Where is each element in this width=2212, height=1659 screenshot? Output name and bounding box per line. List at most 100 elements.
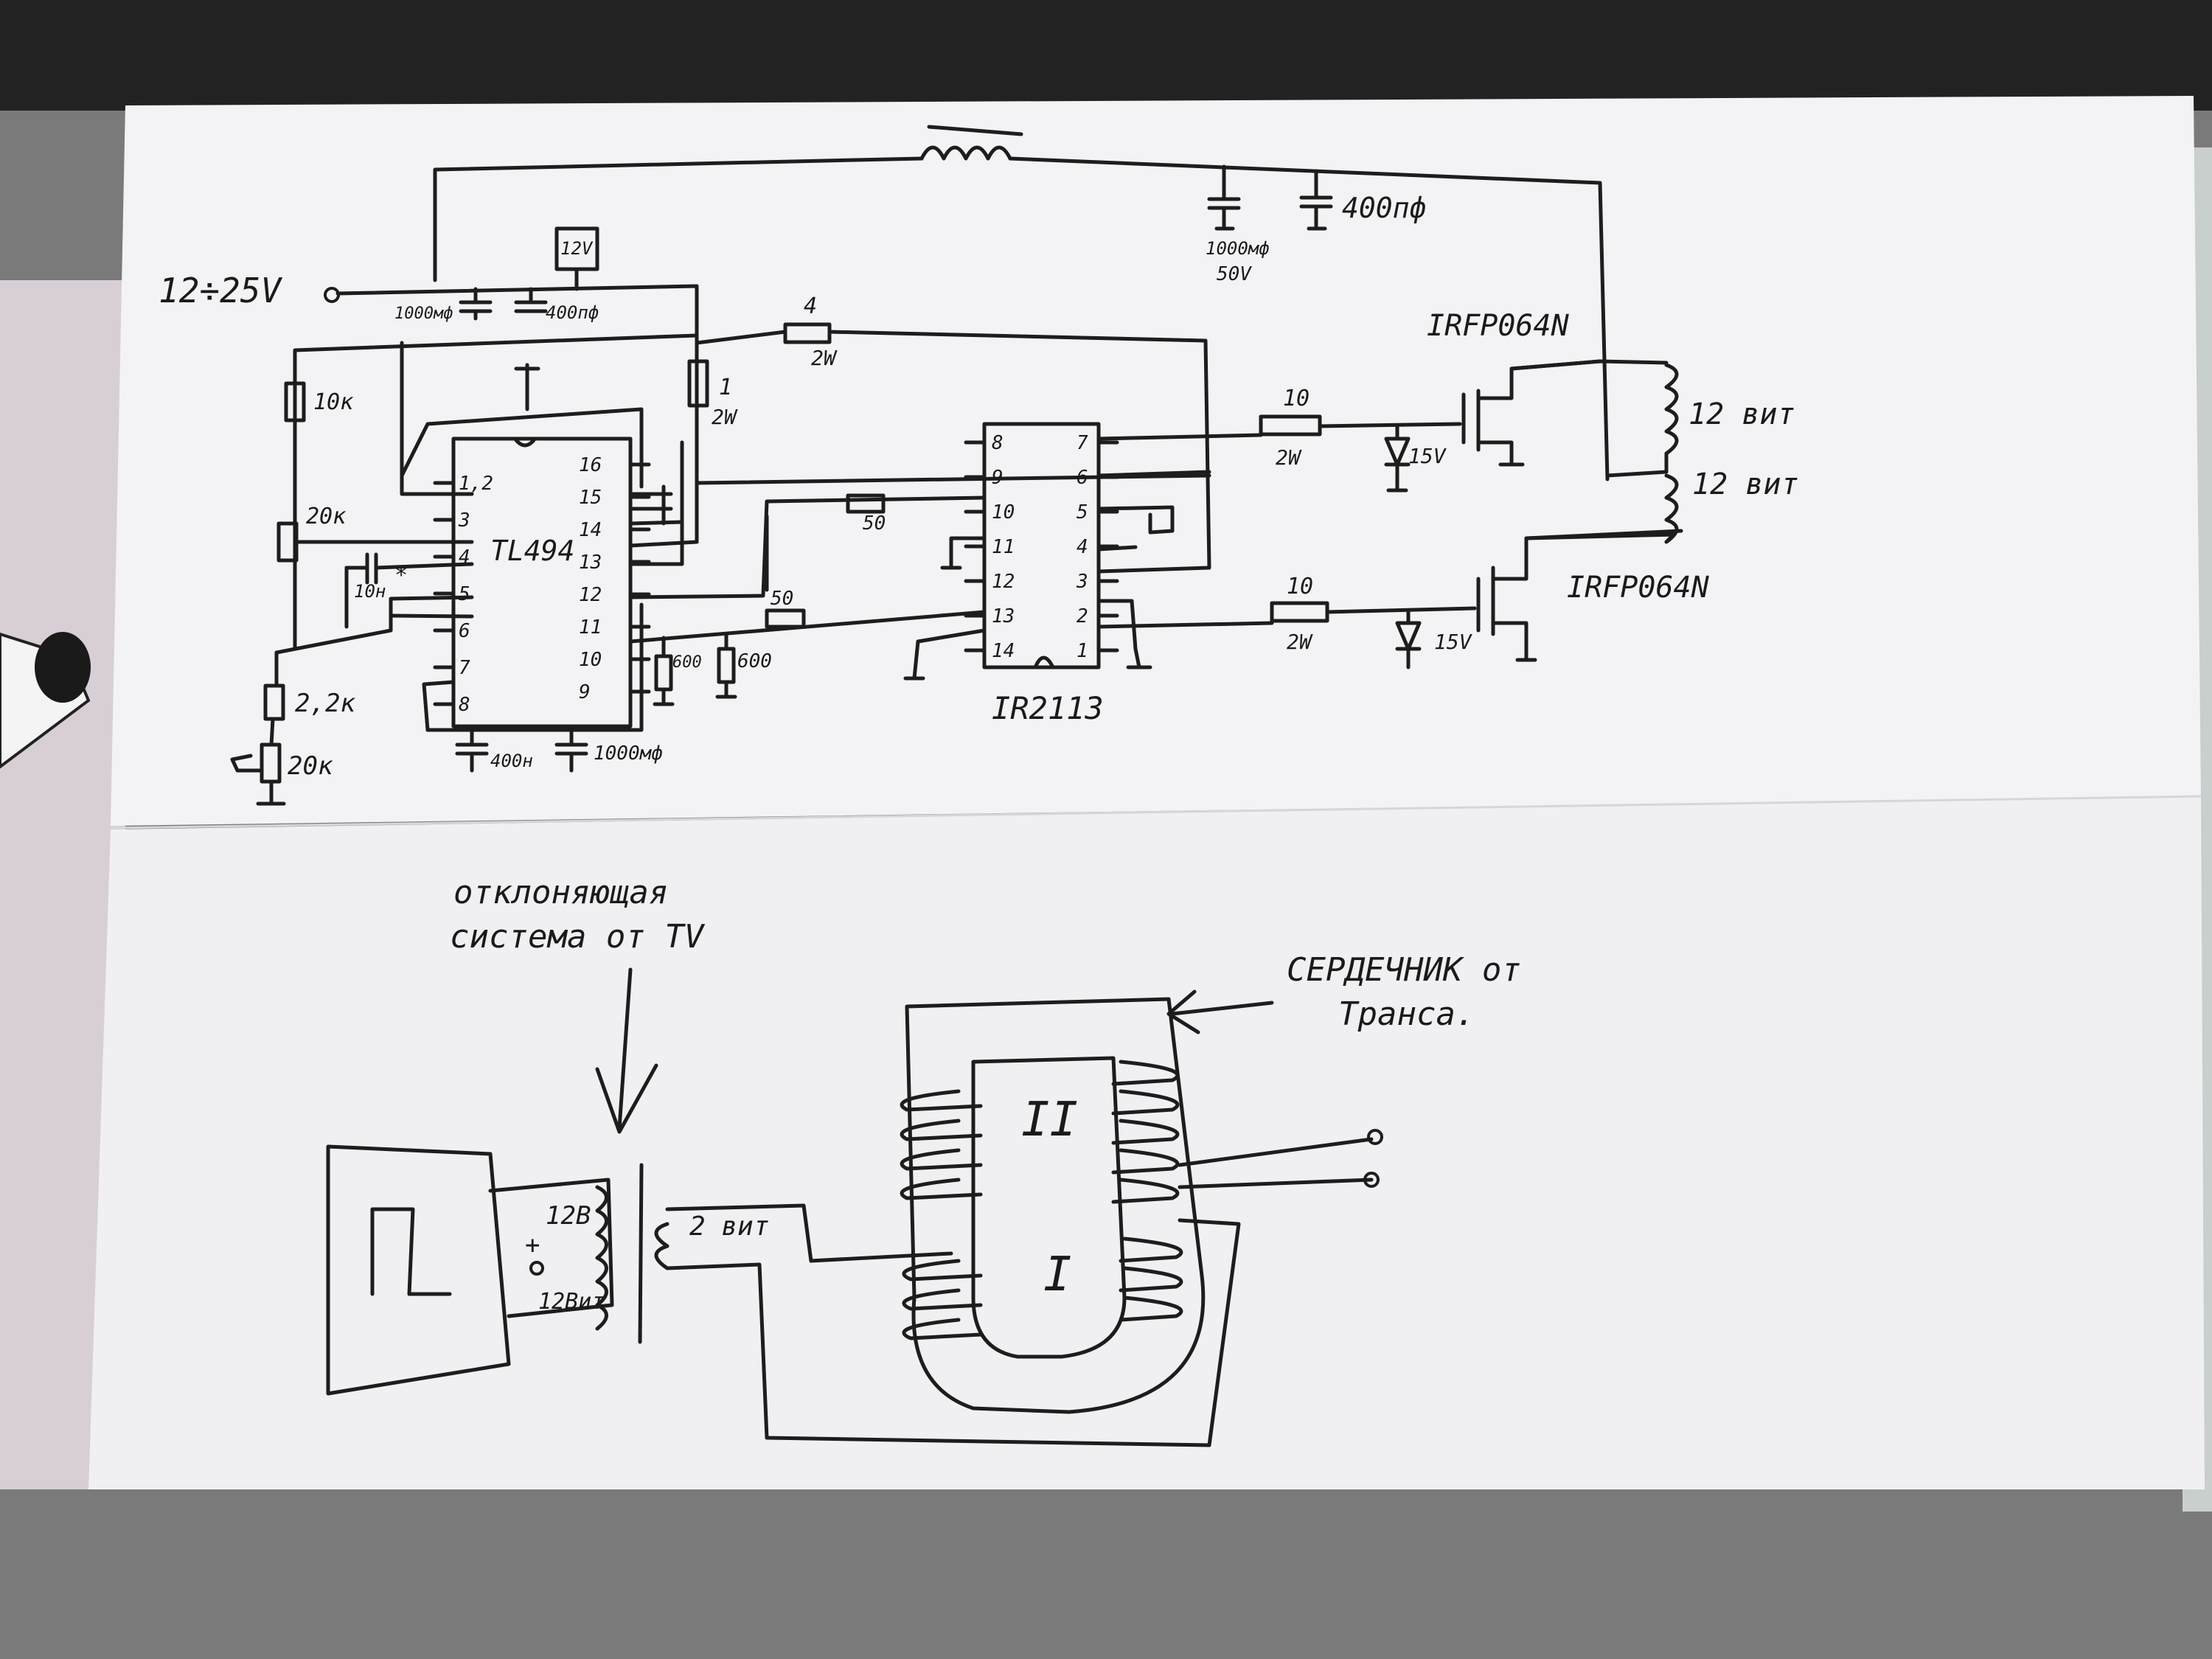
label-c-out1-volt: 50V — [1217, 263, 1252, 285]
label-r-20k-b: 20к — [288, 751, 333, 781]
wire-r4 — [695, 330, 1211, 574]
label-tl494: TL494 — [490, 535, 574, 567]
label-c-in1: 1000мф — [394, 305, 453, 323]
label-supply: 12÷25V — [159, 271, 282, 310]
label-core-1: СЕРДЕЧНИК от — [1287, 951, 1521, 989]
wire-top-rail-right — [1008, 156, 1610, 481]
label-r-g-bot: 10 — [1287, 574, 1313, 599]
chip-pin-label: 4 — [459, 546, 470, 568]
chip-pin-label: 7 — [1077, 432, 1088, 454]
circuit-diagram: 1000мф 50V 400пф 12÷25V 1000мф 400пф 12V — [159, 125, 1799, 806]
label-winding-12b: 12Вит — [538, 1289, 605, 1315]
chip-pin-label: 11 — [992, 536, 1015, 558]
wire-loop-top — [400, 407, 644, 489]
label-regulator: 12V — [560, 238, 594, 259]
label-winding-I: I — [1043, 1248, 1072, 1302]
chip-pin-label: 10 — [579, 649, 602, 671]
ground-ir-pin11 — [940, 536, 987, 570]
ground-ir-pin13 — [903, 628, 987, 681]
chip-pin-label: 11 — [579, 616, 602, 639]
wire-pin12 — [400, 341, 474, 496]
label-r-20k-a: 20к — [306, 504, 347, 529]
yoke-core-line — [638, 1163, 644, 1344]
label-r-600b: 600 — [737, 650, 772, 672]
chip-pin-label: 16 — [579, 454, 602, 476]
chip-tl494 — [451, 437, 633, 728]
capacitor-1000-50v — [1207, 164, 1241, 231]
generator-box — [326, 1144, 511, 1396]
wire-2turn-bottom — [665, 1218, 1241, 1447]
resistor-4-ohm — [783, 322, 832, 344]
label-r-1: 1 — [719, 375, 732, 400]
transformer-sketch: отклоняющая система от TV СЕРДЕЧНИК от Т… — [326, 874, 1521, 1447]
coil-12-bot — [1524, 451, 1679, 544]
output-terminal-1 — [1367, 1129, 1383, 1145]
inductor — [919, 145, 1012, 161]
chip-pin-label: 15 — [579, 487, 602, 509]
chip-ir2113-notch — [1034, 655, 1054, 668]
wire-gate-bot — [1325, 606, 1477, 614]
label-coil-top: 12 вит — [1688, 397, 1795, 431]
chip-pin-label: 12 — [992, 571, 1015, 593]
chip-pin-label: 9 — [579, 681, 591, 703]
chip-tl494-notch — [514, 438, 536, 448]
winding-II-right — [1111, 1060, 1180, 1204]
label-coil-bot: 12 вит — [1692, 467, 1799, 501]
label-r-gate: 4 — [804, 293, 817, 319]
chip-pin-label: 10 — [992, 501, 1015, 524]
winding-I-left — [902, 1259, 983, 1340]
label-core-2: Транса. — [1338, 995, 1475, 1033]
winding-II-left — [900, 1089, 983, 1200]
zener-bot — [1395, 608, 1422, 669]
chip-pin-label: 7 — [459, 657, 470, 679]
capacitor-400-in — [514, 287, 548, 313]
label-mosfet-top: IRFP064N — [1427, 309, 1570, 343]
chip-pin-label: 1 — [1077, 640, 1088, 662]
wire-coil-top — [1509, 359, 1669, 371]
marker-pen-icon — [0, 632, 91, 769]
wire-supply — [335, 284, 699, 544]
wire-top-rail-left — [433, 156, 924, 282]
label-c-out1: 1000мф — [1206, 238, 1270, 259]
wire-pin11 — [628, 440, 684, 566]
resistor-1-ohm — [687, 359, 709, 408]
label-c-in2: 400пф — [546, 302, 599, 323]
chip-pin-label: 14 — [992, 640, 1015, 662]
paper-fold — [110, 795, 2202, 830]
wire-2turn-top — [665, 1203, 953, 1263]
label-yoke-2: система от TV — [450, 918, 706, 956]
mosfet-bottom — [1476, 529, 1683, 662]
wire-vcc-ir — [695, 473, 1211, 485]
arrow-down-icon — [595, 967, 658, 1134]
label-turns-2: 2 вит — [689, 1211, 769, 1242]
label-r-10k: 10к — [313, 389, 354, 415]
label-r-22k: 2,2к — [295, 689, 355, 718]
capacitor-1000mf-bot — [554, 728, 588, 773]
ground-top-loop — [514, 363, 540, 411]
chip-pin-label: 9 — [992, 467, 1004, 489]
chip-pin-label: 8 — [992, 432, 1004, 454]
label-r-gate-w: 2W — [811, 346, 838, 370]
wire-ir-pin5 — [1096, 505, 1175, 535]
resistor-50-b — [765, 608, 806, 629]
capacitor-400n — [455, 728, 489, 773]
wire-pin9 — [628, 610, 987, 644]
chip-pin-label: 6 — [459, 620, 470, 642]
wire-generator — [488, 1178, 614, 1318]
winding-I-right — [1119, 1237, 1183, 1322]
inductor-core-mark — [927, 125, 1023, 136]
terminal-dot — [529, 1261, 544, 1276]
resistor-10k — [284, 381, 306, 422]
label-mosfet-bot: IRFP064N — [1567, 571, 1710, 605]
label-r-50a: 50 — [863, 512, 886, 535]
paper-top — [111, 96, 2201, 826]
mosfet-top — [1461, 359, 1602, 467]
label-plus: + — [525, 1231, 540, 1260]
chip-pin-label: 14 — [579, 519, 602, 541]
paper-bottom — [88, 796, 2205, 1489]
label-c-bot2: 1000мф — [594, 742, 663, 765]
resistor-50-a — [846, 493, 886, 514]
